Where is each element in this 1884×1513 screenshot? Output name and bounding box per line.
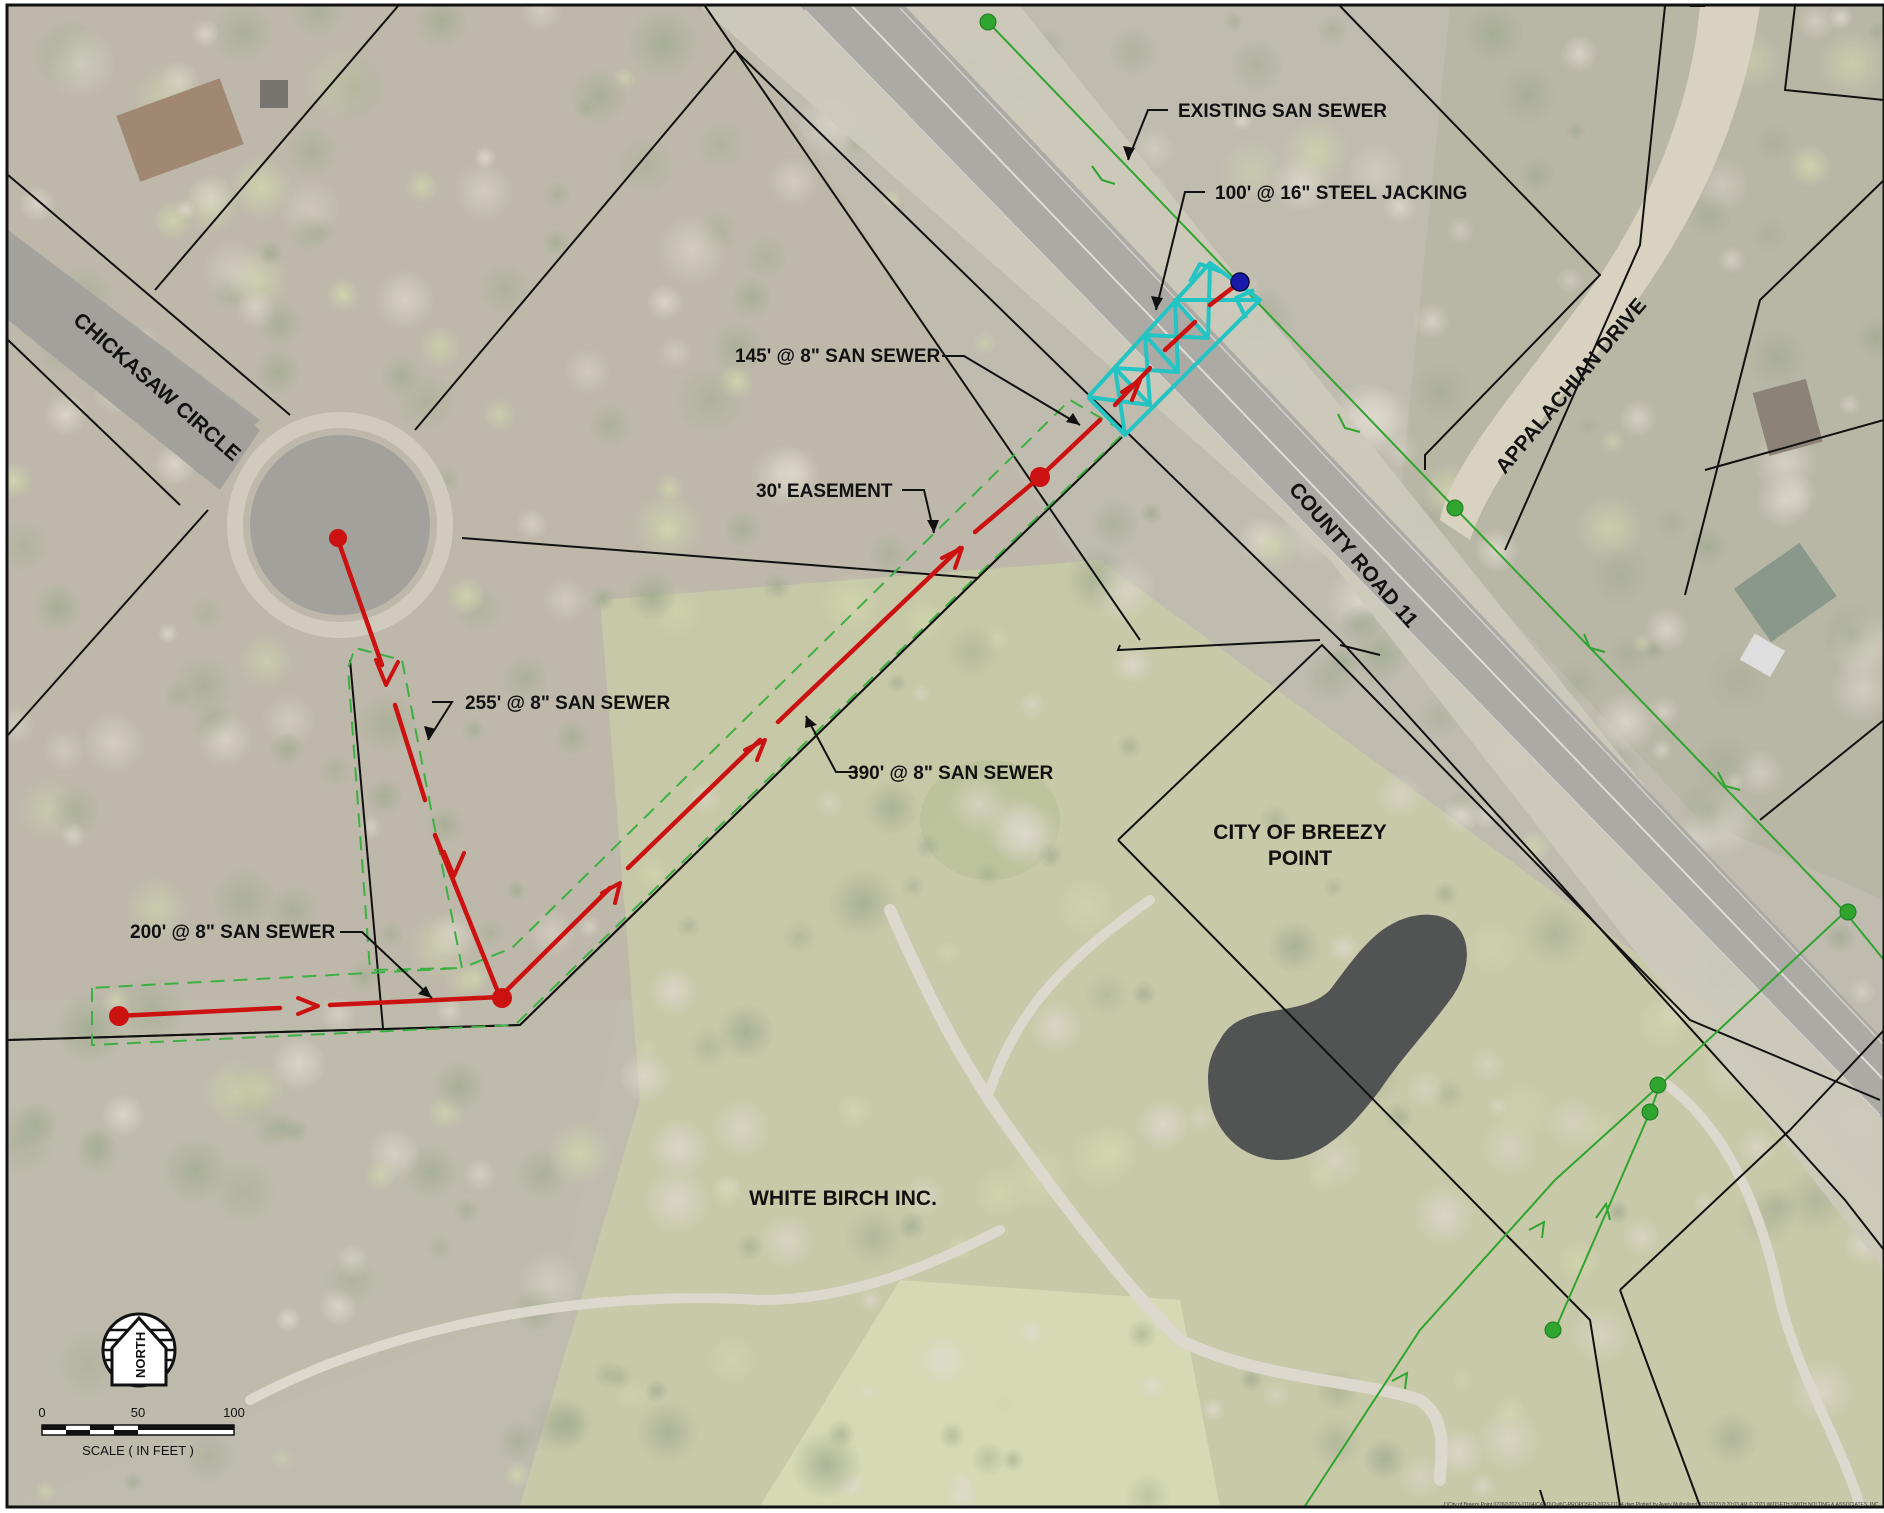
north-arrow-pointer	[110, 1315, 168, 1387]
parcel-lines	[7, 5, 1884, 1507]
existing-manholes	[979, 13, 1857, 1339]
label-sewer-145: 145' @ 8" SAN SEWER	[735, 346, 941, 367]
leader-arrowheads	[418, 146, 1163, 998]
north-arrow: NORTH	[101, 1312, 177, 1388]
plot-footer: J:\City of Breezy Point 02260\2023-11164…	[1442, 1502, 1880, 1508]
aerial-fade-overlay	[8, 6, 1884, 1506]
sheet-frame	[5, 3, 1884, 1509]
label-white-birch: WHITE BIRCH INC.	[749, 1187, 937, 1210]
existing-sewer-flow-arrows	[1091, 165, 1741, 1390]
scale-tick-50: 50	[131, 1405, 145, 1420]
steel-jacking-casing	[1086, 261, 1262, 437]
proposed-manholes	[109, 467, 1050, 1026]
label-sewer-200: 200' @ 8" SAN SEWER	[130, 922, 336, 943]
connection-point	[1230, 272, 1250, 292]
label-sewer-255: 255' @ 8" SAN SEWER	[465, 693, 671, 714]
scale-tick-0: 0	[38, 1405, 45, 1420]
label-easement-30: 30' EASEMENT	[756, 481, 893, 502]
annotation-labels: EXISTING SAN SEWER 100' @ 16" STEEL JACK…	[130, 101, 1467, 1210]
label-steel-jacking: 100' @ 16" STEEL JACKING	[1215, 183, 1467, 204]
label-city-line1: CITY OF BREEZY	[1213, 821, 1386, 844]
north-label: NORTH	[133, 1332, 148, 1378]
scale-caption: SCALE ( IN FEET )	[82, 1443, 194, 1458]
scale-bar: 0 50 100 SCALE ( IN FEET )	[38, 1405, 244, 1458]
scale-tick-100: 100	[223, 1405, 245, 1420]
proposed-sewer-flow-arrows	[296, 378, 1142, 1016]
label-city-line2: POINT	[1268, 847, 1332, 870]
label-existing-san-sewer: EXISTING SAN SEWER	[1178, 101, 1387, 122]
label-sewer-390: 390' @ 8" SAN SEWER	[848, 763, 1054, 784]
leader-lines	[340, 109, 1205, 999]
